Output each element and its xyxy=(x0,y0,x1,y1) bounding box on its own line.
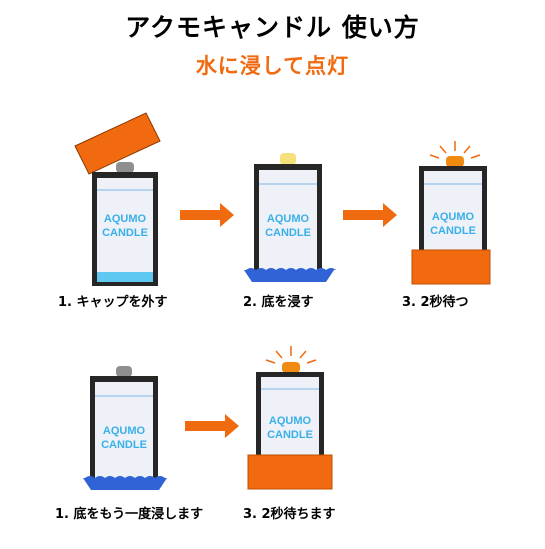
candle-panel xyxy=(424,171,482,259)
step-caption-4: 1. 底をもう一度浸します xyxy=(55,507,204,522)
candle-label-line1: AQUMO xyxy=(104,213,147,225)
candle-2-dip-bottom: AQUMO CANDLE xyxy=(244,153,336,282)
arrow-right-icon xyxy=(343,203,397,227)
arrow-right-icon xyxy=(185,414,239,438)
candle-4-dip-again: AQUMO CANDLE xyxy=(83,366,167,490)
arrow-right-icon xyxy=(180,203,234,227)
water-icon xyxy=(244,270,334,282)
candle-1-cap-removed: AQUMO CANDLE xyxy=(74,112,161,286)
water-icon xyxy=(83,478,167,490)
step-caption-1: 1. キャップを外す xyxy=(58,295,168,310)
page-subtitle: 水に浸して点灯 xyxy=(195,54,350,78)
candle-label-line1: AQUMO xyxy=(269,415,312,427)
gray-button xyxy=(116,366,132,377)
candle-panel xyxy=(95,382,153,478)
candle-label-line1: AQUMO xyxy=(103,425,146,437)
lit-button xyxy=(282,362,300,373)
lit-button xyxy=(446,156,464,167)
candle-label-line2: CANDLE xyxy=(101,439,147,451)
candle-5-lit: AQUMO CANDLE xyxy=(247,346,333,490)
step-caption-2: 2. 底を浸す xyxy=(243,295,314,310)
yellow-button xyxy=(280,153,296,165)
gray-button xyxy=(116,162,134,173)
candle-panel xyxy=(97,178,153,273)
candle-3-lit: AQUMO CANDLE xyxy=(411,141,491,285)
candle-label-line2: CANDLE xyxy=(430,225,476,237)
glow-rays-icon xyxy=(265,346,317,364)
candle-label-line1: AQUMO xyxy=(432,211,475,223)
candle-label-line2: CANDLE xyxy=(265,227,311,239)
step-caption-5: 3. 2秒待ちます xyxy=(243,507,336,522)
glow-rays-icon xyxy=(429,141,481,159)
candle-panel xyxy=(261,377,319,459)
orange-base xyxy=(411,249,491,285)
removed-cap xyxy=(74,112,161,175)
orange-base xyxy=(247,454,333,490)
candle-label-line1: AQUMO xyxy=(267,213,310,225)
candle-label-line2: CANDLE xyxy=(267,429,313,441)
candle-panel xyxy=(259,170,317,270)
page-title: アクモキャンドル 使い方 xyxy=(125,13,420,42)
water-indicator xyxy=(97,272,153,282)
step-caption-3: 3. 2秒待つ xyxy=(402,295,469,310)
candle-label-line2: CANDLE xyxy=(102,227,148,239)
